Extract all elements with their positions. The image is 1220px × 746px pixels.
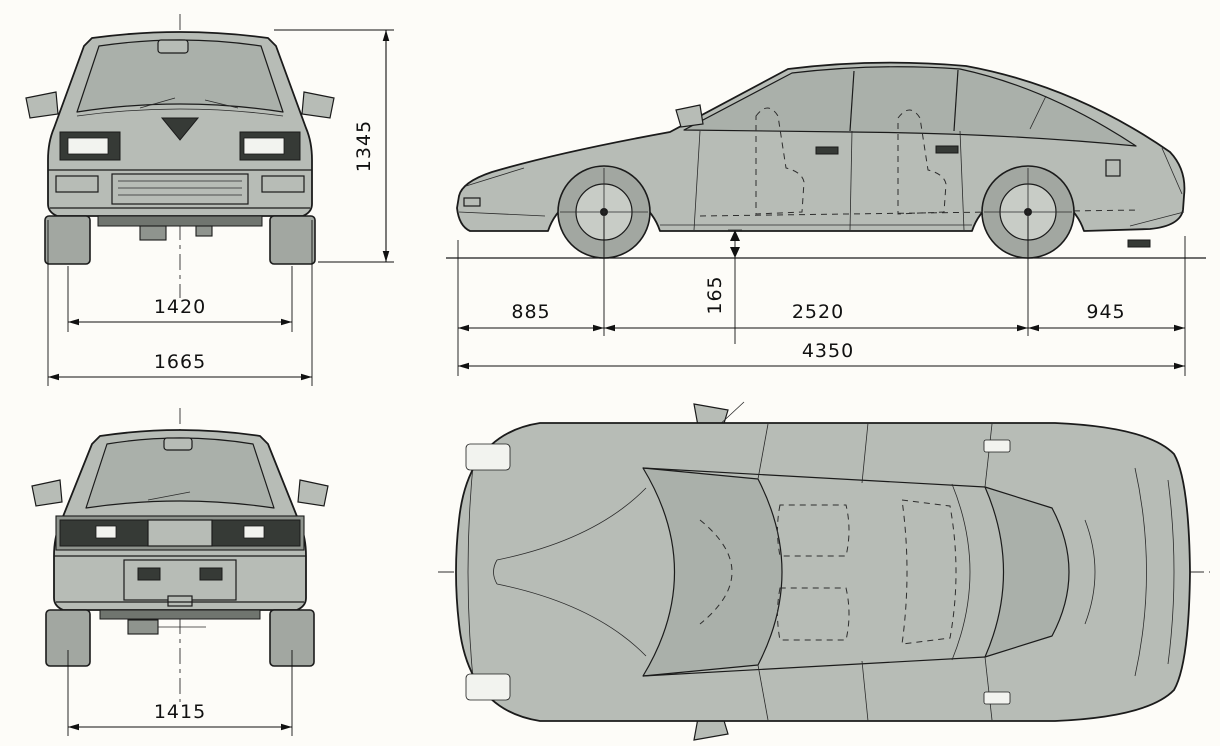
hood-crease <box>76 108 284 117</box>
roof-rails <box>642 467 986 677</box>
dim-label-rear-overhang: 945 <box>1086 301 1125 323</box>
right-headlight-lens <box>243 137 285 155</box>
rear-underbody <box>99 609 261 635</box>
dim-rear-overhang: 945 <box>1028 301 1185 332</box>
front-seat-outline <box>755 107 805 215</box>
top-view <box>438 401 1210 741</box>
rear-door-handle <box>935 145 959 154</box>
exhaust-tip <box>1127 239 1151 248</box>
front-wheel <box>557 165 651 259</box>
rear-left-mirror <box>31 479 63 507</box>
hood-emblem <box>160 117 200 141</box>
headlights <box>59 131 301 161</box>
hood-creases <box>493 487 647 657</box>
dim-label-overall-length: 4350 <box>802 340 854 362</box>
dim-ground-clearance: 165 <box>704 229 742 344</box>
rear-seat-outline <box>897 109 947 215</box>
left-reverse-lens <box>95 525 117 539</box>
right-reverse-lens <box>243 525 265 539</box>
front-underbody <box>97 215 263 241</box>
side-glasshouse <box>683 66 1137 147</box>
left-headlight-lens <box>67 137 109 155</box>
door-seams-top <box>757 422 993 722</box>
top-dash-panel <box>699 519 733 625</box>
top-left-headlight <box>465 443 511 471</box>
top-front-seat-right <box>777 587 850 641</box>
front-bumper-edge <box>467 454 475 690</box>
side-view-dimensions: 885 2520 945 4350 165 <box>457 216 1186 376</box>
rear-rail-end-right <box>983 691 1011 705</box>
roof-antenna-base <box>157 39 189 54</box>
dim-overall-width: 1665 <box>47 220 313 386</box>
dim-wheelbase: 2520 <box>604 301 1028 332</box>
left-mirror <box>25 91 59 119</box>
top-right-headlight <box>465 673 511 701</box>
front-view-dimensions: 1420 1665 1345 <box>47 29 394 386</box>
rear-right-mirror <box>297 479 329 507</box>
taillight-band <box>55 515 305 551</box>
top-interior-dashed <box>699 499 957 645</box>
pillars-and-door-seams <box>693 69 1047 231</box>
rear-wiper <box>147 491 191 501</box>
front-bumper <box>48 169 312 209</box>
rear-view-dimensions: 1415 <box>67 650 293 736</box>
front-right-tire <box>269 215 316 265</box>
dim-overall-height: 1345 <box>274 29 394 263</box>
dim-label-overall-height: 1345 <box>353 120 375 172</box>
dim-label-ground-clearance: 165 <box>704 275 726 314</box>
left-indicator <box>55 175 99 193</box>
bumper-grille <box>111 173 249 205</box>
dim-rear-track: 1415 <box>67 650 293 736</box>
dim-label-rear-track: 1415 <box>154 701 206 723</box>
windshield <box>76 39 284 113</box>
dim-front-track: 1420 <box>67 266 293 332</box>
rear-rail-end-left <box>983 439 1011 453</box>
rear-roof-antenna-base <box>163 437 193 451</box>
rear-window <box>85 437 275 509</box>
dim-label-wheelbase: 2520 <box>792 301 844 323</box>
windshield-wipers <box>139 97 239 109</box>
top-front-seat-left <box>777 504 850 557</box>
center-garnish <box>147 519 213 547</box>
rear-bumper <box>54 555 306 607</box>
top-body-outline <box>455 422 1191 722</box>
front-end-details <box>458 167 546 217</box>
side-mirror <box>675 104 704 128</box>
front-view <box>25 14 335 298</box>
roof-rear-crease <box>951 483 971 661</box>
side-marker-lamp <box>463 197 481 207</box>
dim-label-overall-width: 1665 <box>154 351 206 373</box>
side-view <box>446 61 1206 259</box>
right-indicator <box>261 175 305 193</box>
front-left-tire <box>44 215 91 265</box>
dim-label-front-overhang: 885 <box>511 301 550 323</box>
rear-view <box>31 408 329 702</box>
tow-bracket <box>167 595 193 607</box>
right-mirror <box>301 91 335 119</box>
hatch-lines <box>1084 467 1175 677</box>
dim-overall-length: 4350 <box>458 340 1185 370</box>
rear-wheel <box>981 165 1075 259</box>
rear-end-details <box>1105 147 1185 248</box>
muffler <box>127 619 159 635</box>
fuel-door <box>1105 159 1121 177</box>
dim-front-overhang: 885 <box>458 301 604 332</box>
dim-label-front-track: 1420 <box>154 296 206 318</box>
front-door-handle <box>815 146 839 155</box>
